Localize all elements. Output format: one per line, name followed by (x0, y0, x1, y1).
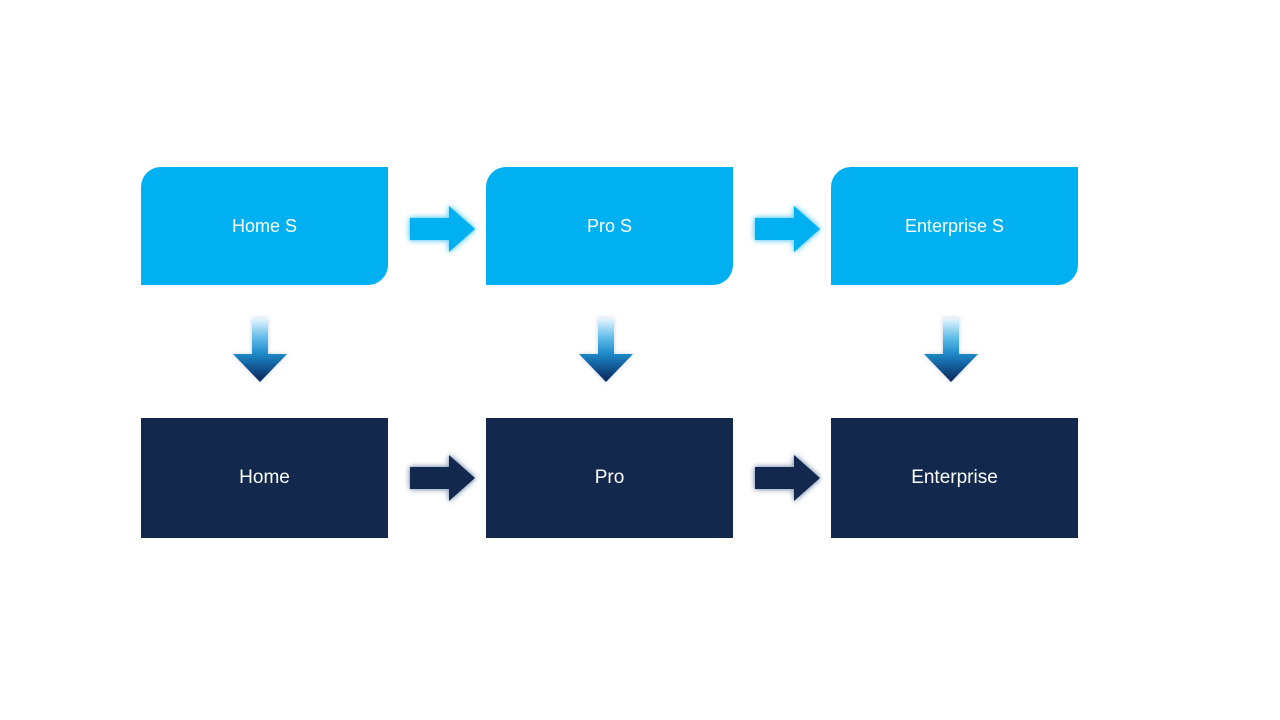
down-arrow-icon (579, 318, 633, 382)
node-label: Home (239, 467, 290, 488)
node-label: Enterprise (911, 467, 998, 488)
down-arrow-icon (233, 318, 287, 382)
node-label: Enterprise S (904, 215, 1005, 236)
node-label: Home S (231, 215, 298, 236)
right-arrow-icon (410, 455, 475, 501)
node-enterprise: Enterprise (831, 418, 1078, 538)
node-enterprise-s: Enterprise S (831, 167, 1078, 285)
node-pro-s: Pro S (486, 167, 733, 285)
node-pro: Pro (486, 418, 733, 538)
node-home-s: Home S (141, 167, 388, 285)
node-home: Home (141, 418, 388, 538)
node-label: Pro (594, 467, 625, 488)
node-label: Pro S (586, 215, 633, 236)
right-arrow-icon (755, 206, 820, 252)
right-arrow-icon (410, 206, 475, 252)
right-arrow-icon (755, 455, 820, 501)
down-arrow-icon (924, 318, 978, 382)
